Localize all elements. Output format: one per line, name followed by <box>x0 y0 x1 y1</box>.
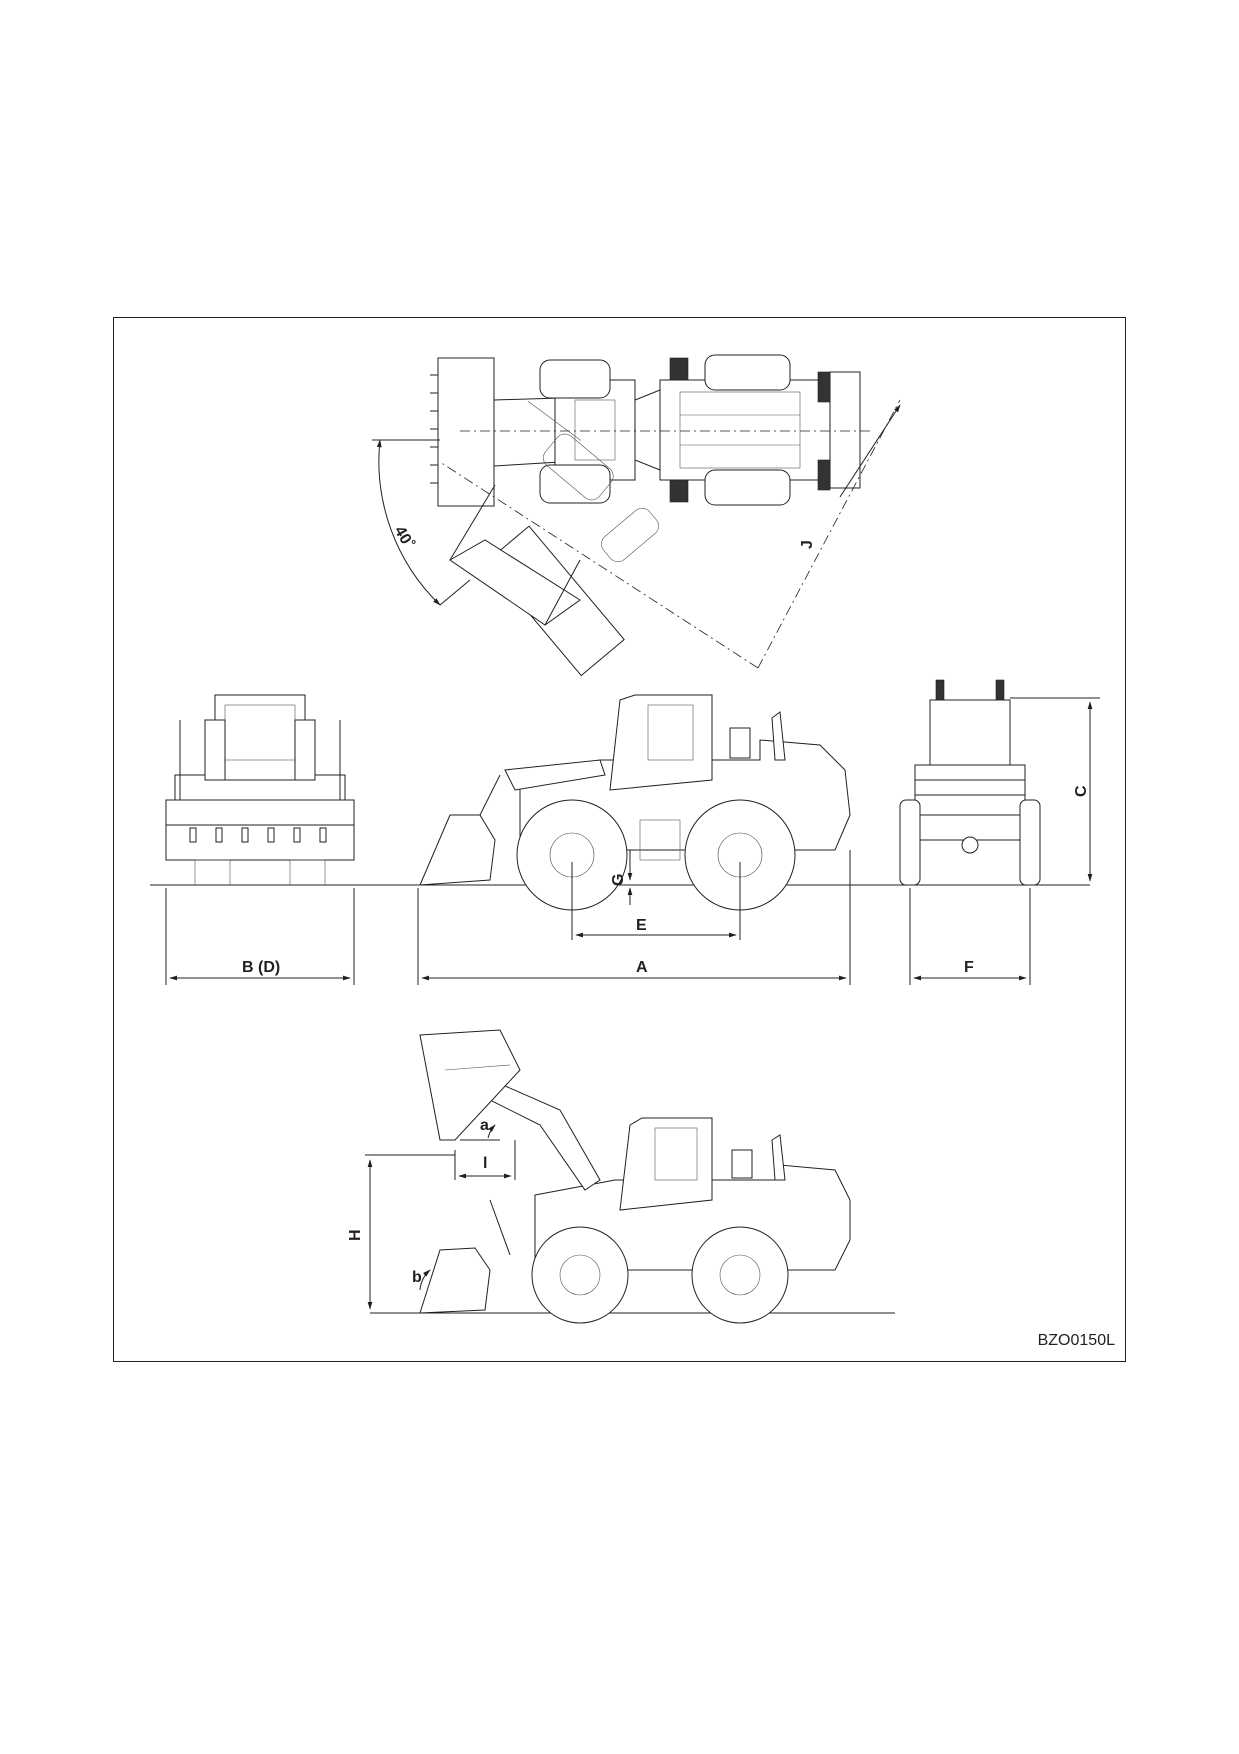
lift-view <box>370 1029 895 1324</box>
dim-label-j: J <box>799 540 816 549</box>
dim-label-c: C <box>1073 785 1090 797</box>
drawing-frame <box>113 317 1126 1362</box>
figure-reference-code: BZO0150L <box>1037 1332 1115 1349</box>
dim-label-a: A <box>636 959 648 976</box>
dim-label-f: F <box>964 959 974 976</box>
dim-label-h: H <box>347 1229 364 1241</box>
dim-label-b-d: B (D) <box>242 959 280 976</box>
front-view <box>165 694 355 886</box>
angle-label: 40˚ <box>391 523 417 552</box>
dim-label-l: l <box>483 1155 487 1172</box>
dim-label-b-angle: b <box>412 1269 422 1286</box>
top-view <box>372 354 901 677</box>
side-view <box>150 694 1090 911</box>
lift-dimension-lines <box>365 1124 516 1310</box>
rear-view <box>899 679 1041 886</box>
dim-label-e: E <box>636 917 647 934</box>
dim-label-a-angle: a <box>480 1117 489 1134</box>
dim-label-g: G <box>610 874 627 886</box>
dimension-lines <box>165 697 1100 985</box>
